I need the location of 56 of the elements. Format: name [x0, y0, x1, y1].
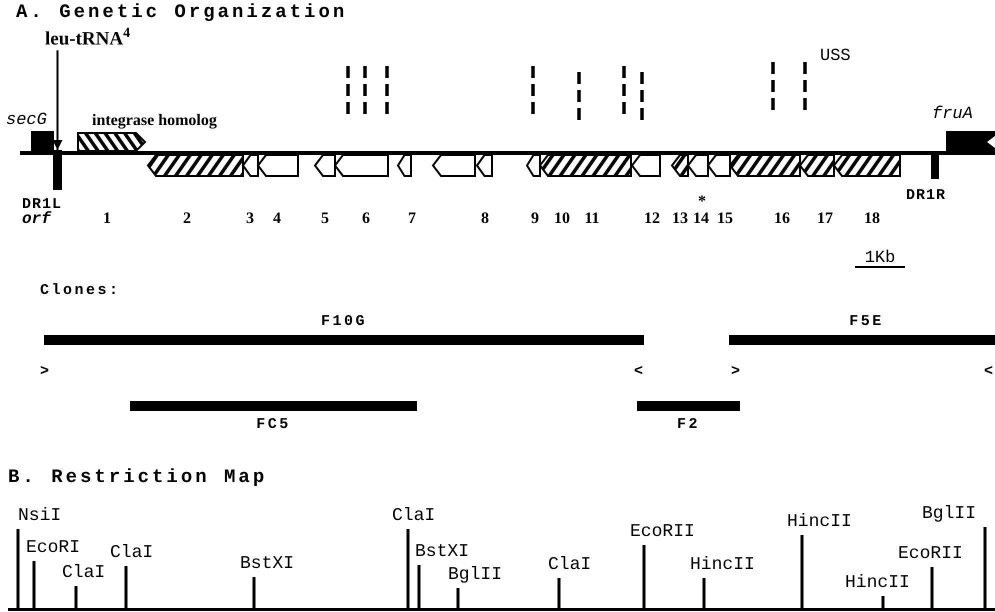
map-label: 5: [321, 211, 329, 227]
enzyme-site-label: HincII: [845, 574, 910, 592]
map-label: Clones:: [40, 283, 121, 298]
enzyme-site-label: EcoRII: [630, 523, 695, 541]
enzyme-site-label: ClaI: [110, 544, 154, 562]
map-label: integrase homolog: [92, 113, 217, 129]
enzyme-site-label: NsiI: [18, 507, 62, 525]
map-label: *: [698, 194, 706, 210]
map-label: <: [634, 364, 644, 379]
map-label: 9: [531, 211, 539, 227]
enzyme-site-label: ClaI: [62, 564, 106, 582]
gene-label: leu-tRNA$^{4}$: [45, 27, 130, 48]
map-label: 7: [408, 211, 416, 227]
repeat-site-bar: [53, 150, 62, 190]
map-label: B. Restriction Map: [8, 468, 268, 487]
enzyme-site-label: EcoRI: [26, 539, 80, 557]
map-label: 17: [817, 211, 833, 227]
map-label: <: [984, 364, 994, 379]
map-label: 1Kb: [864, 250, 896, 267]
clone-name: F10G: [320, 314, 367, 329]
enzyme-site-label: BglII: [922, 505, 976, 523]
enzyme-site-label: ClaI: [392, 507, 436, 525]
map-label: 16: [774, 211, 790, 227]
map-label: A. Genetic Organization: [16, 3, 348, 22]
map-label: 2: [183, 211, 191, 227]
enzyme-site-label: ClaI: [548, 556, 592, 574]
map-label: USS: [820, 48, 851, 65]
map-label: 13: [672, 211, 688, 227]
enzyme-site-label: BstXI: [240, 555, 294, 573]
clone-name: FC5: [256, 417, 291, 432]
map-label: DR1R: [906, 188, 946, 203]
enzyme-site-label: HincII: [690, 556, 755, 574]
clone-name: F5E: [849, 314, 884, 329]
arrow: [52, 50, 62, 150]
enzyme-site-label: HincII: [787, 513, 852, 531]
map-label: 3: [246, 211, 254, 227]
enzyme-site-label: EcoRII: [898, 545, 963, 563]
map-label: fruA: [932, 106, 973, 123]
map-label: 12: [644, 211, 660, 227]
enzyme-site-label: BstXI: [415, 543, 470, 561]
map-label: 14: [693, 211, 709, 227]
map-label: 18: [864, 211, 880, 227]
enzyme-site-label: BglII: [448, 566, 502, 584]
map-label: 4: [273, 211, 281, 227]
map-label: 11: [584, 211, 600, 227]
map-label: 1: [103, 211, 111, 227]
map-label: 8: [481, 211, 489, 227]
map-label: DR1L: [22, 197, 62, 212]
map-label: 6: [362, 211, 370, 227]
map-label: 15: [717, 211, 733, 227]
map-label: >: [40, 364, 50, 379]
map-label: secG: [6, 112, 47, 129]
map-label: 10: [554, 211, 570, 227]
clone-name: F2: [676, 417, 700, 432]
map-label: >: [731, 364, 742, 379]
map-label: orf: [22, 211, 51, 227]
